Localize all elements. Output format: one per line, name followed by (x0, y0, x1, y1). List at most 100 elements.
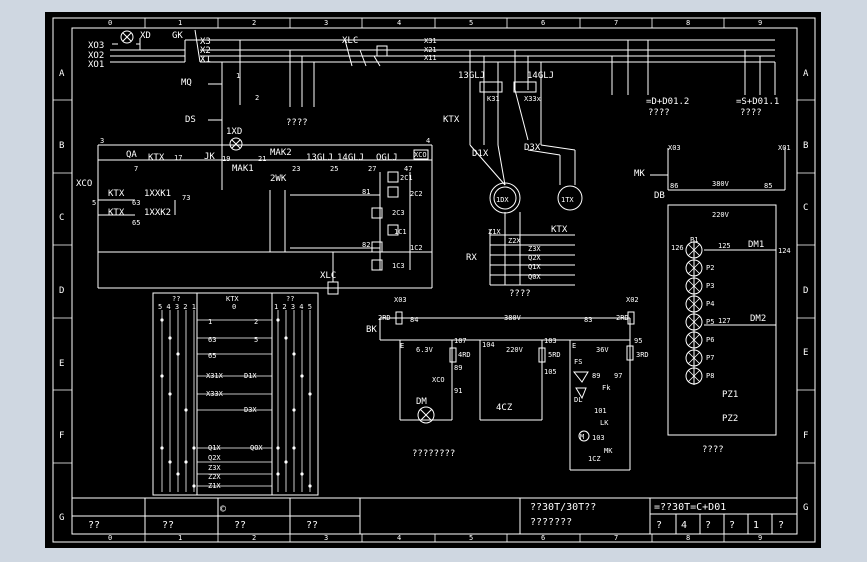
label-2wk: 2WK (270, 174, 287, 184)
label-85: 85 (764, 182, 772, 190)
label-5rd: 5RD (548, 351, 561, 359)
switch-table-dots (160, 318, 312, 488)
label-p2: P2 (706, 264, 714, 272)
label-p6: P6 (706, 336, 714, 344)
label-table-1: 1 (208, 318, 212, 326)
label-4rd: 4RD (458, 351, 471, 359)
1dx-motor-outer (489, 182, 521, 214)
label-1xxk2: 1XXK2 (144, 208, 171, 218)
label-1c3: 1C3 (392, 262, 405, 270)
label-65: 65 (132, 219, 140, 227)
title-drawing-name: ??30T/30T?? (530, 502, 596, 513)
label-2rd-left: 2RD (378, 314, 391, 322)
3rd-fuse (626, 345, 634, 361)
grid-top-6: 6 (541, 19, 545, 27)
label-4: 4 (426, 137, 430, 145)
label-table-z3x: Z3X (208, 464, 221, 472)
title-page-6: ? (778, 520, 784, 531)
outer-frame (52, 17, 816, 543)
label-x03-right: X03 (668, 144, 681, 152)
label-p5: P5 (706, 318, 714, 326)
label-82: 82 (362, 241, 370, 249)
label-1c2: 1C2 (410, 244, 423, 252)
lamp-p6 (685, 331, 703, 349)
relay-2c1 (387, 171, 399, 183)
grid-right-F: F (803, 431, 808, 441)
label-103b: 103 (592, 434, 605, 442)
label-107: 107 (454, 337, 467, 345)
label-21: 21 (258, 155, 266, 163)
fs-horn-symbol (572, 371, 589, 383)
label-126: 126 (671, 244, 684, 252)
label-x01-right: X01 (778, 144, 791, 152)
label-23: 23 (292, 165, 300, 173)
label-x02-bottom: X02 (626, 296, 639, 304)
label-27: 27 (368, 165, 376, 173)
label-73: 73 (182, 194, 190, 202)
label-x11: X11 (424, 54, 437, 62)
label-table-q1x: Q1X (208, 444, 221, 452)
label-x1: X1 (200, 55, 211, 65)
label-6-3v: 6.3V (416, 346, 434, 354)
label-xo3: XO3 (88, 41, 104, 51)
title-page-3: ? (705, 520, 711, 531)
label-95: 95 (634, 337, 642, 345)
relay-2c3 (371, 207, 383, 219)
title-code: =??30T=C+D01 (654, 502, 726, 513)
grid-right-G: G (803, 503, 808, 513)
lamp-p4 (685, 295, 703, 313)
title-copyright: © (220, 504, 227, 515)
label-qmarks-pz: ???? (702, 445, 724, 455)
grid-bottom-7: 7 (614, 534, 618, 542)
grid-top-1: 1 (178, 19, 182, 27)
control-circuit (97, 144, 433, 289)
label-table-d3x: D3X (244, 406, 257, 414)
label-table-z1x: Z1X (208, 482, 221, 490)
label-dm: DM (416, 397, 427, 407)
label-xlc: XLC (342, 36, 358, 46)
label-dm1: DM1 (748, 240, 764, 250)
2rd-fuse-right (627, 311, 635, 325)
1tx-motor (557, 185, 583, 211)
label-mq: MQ (181, 78, 192, 88)
label-table-5: 5 (254, 336, 258, 344)
label-table-65: 65 (208, 352, 216, 360)
label-17: 17 (174, 154, 182, 162)
grid-right-C: C (803, 203, 808, 213)
1dx-motor-inner (493, 186, 517, 210)
title-page-5: 1 (753, 520, 759, 531)
label-2c1: 2C1 (400, 174, 413, 182)
label-3: 3 (100, 137, 104, 145)
label-3rd: 3RD (636, 351, 649, 359)
label-lk: LK (600, 419, 609, 427)
xlc-fuse-box (376, 45, 388, 57)
label-qa: QA (126, 150, 137, 160)
label-e2: E (572, 342, 576, 350)
label-oglj: OGLJ (376, 153, 398, 163)
label-105: 105 (544, 368, 557, 376)
relay-2c2 (387, 186, 399, 198)
label-x31: X31 (424, 37, 437, 45)
label-z2x: Z2X (508, 237, 521, 245)
label-103: 103 (544, 337, 557, 345)
title-page-2: 4 (681, 520, 687, 531)
grid-left-E: E (59, 359, 64, 369)
label-p1: P1 (690, 236, 698, 244)
label-z3x: Z3X (528, 245, 541, 253)
grid-right-A: A (803, 69, 809, 79)
label-table-q2x: Q2X (208, 454, 221, 462)
label-81: 81 (362, 188, 370, 196)
label-table-z2x: Z2X (208, 473, 221, 481)
grid-left-C: C (59, 213, 64, 223)
label-89: 89 (454, 364, 462, 372)
label-xd: XD (140, 31, 151, 41)
label-ktx: KTX (148, 153, 165, 163)
label-380v: 380V (712, 180, 730, 188)
label-91: 91 (454, 387, 462, 395)
lower-circuit (379, 317, 631, 471)
grid-left-D: D (59, 286, 64, 296)
title-cell-4: ?? (306, 520, 318, 531)
label-eq-d: =D+D01.2 (646, 97, 689, 107)
label-97: 97 (614, 372, 622, 380)
label-1tx: 1TX (561, 196, 574, 204)
